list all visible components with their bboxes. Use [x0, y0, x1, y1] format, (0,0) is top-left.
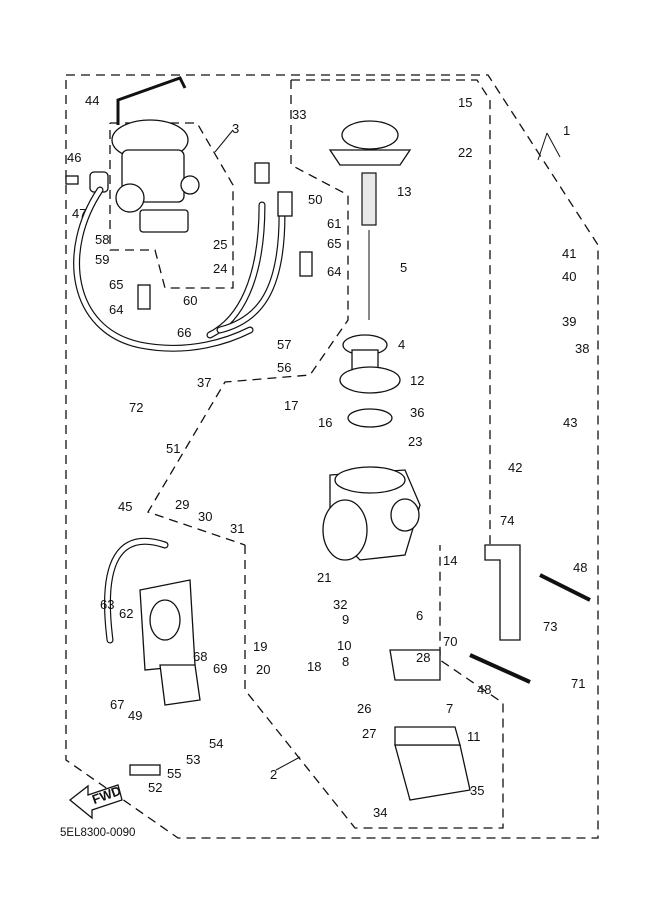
carburetor-body-drawing [322, 466, 421, 561]
callout-64a: 64 [109, 302, 123, 317]
drawing-code: 5EL8300-0090 [60, 827, 135, 839]
leader-2 [275, 756, 301, 771]
callout-38: 38 [575, 341, 589, 356]
callout-60: 60 [183, 293, 197, 308]
callout-6: 6 [416, 608, 423, 623]
callout-19: 19 [253, 639, 267, 654]
callout-29: 29 [175, 497, 189, 512]
callout-26: 26 [357, 701, 371, 716]
callout-67: 67 [110, 697, 124, 712]
callout-66: 66 [177, 325, 191, 340]
callout-64b: 64 [327, 264, 341, 279]
callout-4: 4 [398, 337, 405, 352]
group-boundary-2 [244, 545, 504, 829]
callout-58: 58 [95, 232, 109, 247]
callout-61: 61 [327, 216, 341, 231]
callout-63: 63 [100, 597, 114, 612]
callout-27: 27 [362, 726, 376, 741]
callout-68: 68 [193, 649, 207, 664]
callout-73: 73 [543, 619, 557, 634]
callout-59: 59 [95, 252, 109, 267]
group-boundary-top-left [147, 80, 349, 546]
leader-1 [546, 132, 561, 158]
group-boundary-top [291, 79, 491, 545]
callout-52: 52 [148, 780, 162, 795]
callout-17: 17 [284, 398, 298, 413]
group-boundary-3 [109, 122, 234, 289]
fwd-arrow-icon: FWD [68, 783, 123, 820]
callout-5: 5 [400, 260, 407, 275]
callout-65a: 65 [109, 277, 123, 292]
diaphragm-cover-drawing [328, 120, 412, 166]
callout-71: 71 [571, 676, 585, 691]
callout-30: 30 [198, 509, 212, 524]
callout-8: 8 [342, 654, 349, 669]
callout-48a: 48 [573, 560, 587, 575]
callout-23: 23 [408, 434, 422, 449]
callout-33: 33 [292, 107, 306, 122]
callout-22: 22 [458, 145, 472, 160]
callout-10: 10 [337, 638, 351, 653]
callout-21: 21 [317, 570, 331, 585]
callout-47: 47 [72, 206, 86, 221]
callout-39: 39 [562, 314, 576, 329]
callout-43: 43 [563, 415, 577, 430]
callout-13: 13 [397, 184, 411, 199]
callout-28: 28 [416, 650, 430, 665]
callout-34: 34 [373, 805, 387, 820]
group-boundary-1 [65, 74, 599, 839]
callout-40: 40 [562, 269, 576, 284]
callout-31: 31 [230, 521, 244, 536]
callout-65b: 65 [327, 236, 341, 251]
callout-56: 56 [277, 360, 291, 375]
callout-62: 62 [119, 606, 133, 621]
callout-16: 16 [318, 415, 332, 430]
callout-36: 36 [410, 405, 424, 420]
carburetor-assembly-drawing [111, 119, 200, 233]
callout-48b: 48 [477, 682, 491, 697]
callout-7: 7 [446, 701, 453, 716]
callout-12: 12 [410, 373, 424, 388]
callout-24: 24 [213, 261, 227, 276]
callout-45: 45 [118, 499, 132, 514]
callout-9: 9 [342, 612, 349, 627]
callout-2: 2 [270, 767, 277, 782]
callout-53: 53 [186, 752, 200, 767]
callout-69: 69 [213, 661, 227, 676]
callout-70: 70 [443, 634, 457, 649]
leader-1b [537, 132, 548, 161]
callout-1: 1 [563, 123, 570, 138]
callout-32: 32 [333, 597, 347, 612]
callout-15: 15 [458, 95, 472, 110]
callout-44: 44 [85, 93, 99, 108]
callout-3: 3 [232, 121, 239, 136]
callout-51: 51 [166, 441, 180, 456]
callout-42: 42 [508, 460, 522, 475]
callout-74: 74 [500, 513, 514, 528]
callout-37: 37 [197, 375, 211, 390]
callout-14: 14 [443, 553, 457, 568]
callout-50: 50 [308, 192, 322, 207]
leader-3 [214, 129, 234, 153]
callout-41: 41 [562, 246, 576, 261]
callout-54: 54 [209, 736, 223, 751]
callout-35: 35 [470, 783, 484, 798]
callout-25: 25 [213, 237, 227, 252]
callout-49: 49 [128, 708, 142, 723]
callout-72: 72 [129, 400, 143, 415]
callout-20: 20 [256, 662, 270, 677]
callout-11: 11 [467, 729, 481, 744]
callout-18: 18 [307, 659, 321, 674]
callout-46: 46 [67, 150, 81, 165]
callout-57: 57 [277, 337, 291, 352]
callout-55: 55 [167, 766, 181, 781]
